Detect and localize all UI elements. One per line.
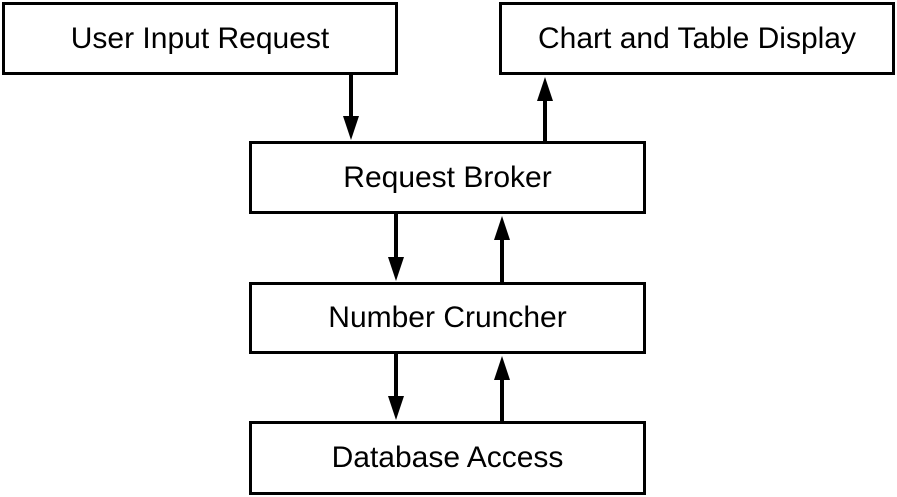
arrow-broker-to-cruncher [388,214,404,281]
arrow-user-input-to-broker [343,75,359,140]
request-broker-box: Request Broker [249,141,646,214]
number-cruncher-label: Number Cruncher [328,301,567,334]
database-access-box: Database Access [249,421,646,495]
user-input-request-label: User Input Request [70,21,330,55]
arrow-broker-to-chart-display [537,77,553,141]
arrow-database-to-cruncher [494,356,510,421]
database-access-label: Database Access [331,441,564,474]
user-input-request-box: User Input Request [2,2,398,75]
chart-and-table-display-box: Chart and Table Display [499,2,895,75]
request-broker-label: Request Broker [343,160,552,194]
number-cruncher-box: Number Cruncher [249,282,646,354]
arrow-cruncher-to-database [388,354,404,420]
chart-and-table-display-label: Chart and Table Display [538,21,856,55]
arrow-cruncher-to-broker [494,216,510,282]
